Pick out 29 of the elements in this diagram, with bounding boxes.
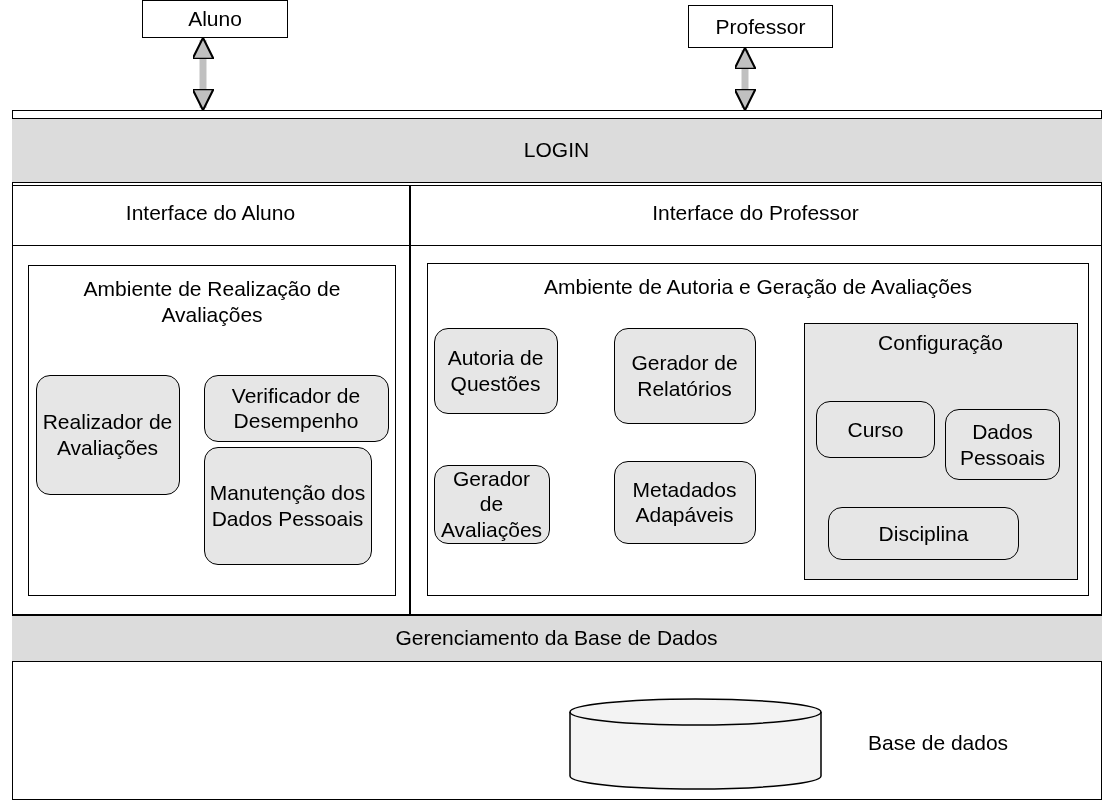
actor-box: Professor — [688, 5, 833, 48]
system-frame — [12, 110, 1102, 800]
module-box: Curso — [816, 401, 935, 458]
environment-box — [28, 265, 396, 596]
module-box: Gerador de Relatórios — [613, 327, 756, 424]
layer-band: Gerenciamento da Base de Dados — [11, 614, 1102, 662]
module-box: Metadados Adapáveis — [613, 460, 756, 544]
interface-panel — [409, 184, 1102, 615]
module-box: Realizador de Avaliações — [35, 374, 180, 495]
interface-panel — [11, 184, 410, 615]
double-arrow — [733, 46, 757, 112]
section-title: Ambiente de Realização de Avaliações — [82, 276, 342, 329]
layer-band: LOGIN — [11, 117, 1102, 183]
section-title: Interface do Aluno — [124, 199, 297, 226]
double-arrow — [191, 36, 215, 112]
module-box: Gerador de Avaliações — [433, 464, 550, 544]
configuration-box — [803, 322, 1078, 580]
database-label: Base de dados — [868, 731, 1009, 755]
module-box: Verificador de Desempenho — [203, 374, 389, 442]
section-title: Ambiente de Autoria e Geração de Avaliações — [542, 274, 974, 300]
module-box: Manutenção dos Dados Pessoais — [203, 446, 372, 565]
section-title: Interface do Professor — [651, 199, 860, 226]
section-title: Configuração — [877, 329, 1004, 356]
module-box: Disciplina — [828, 507, 1019, 560]
module-box: Autoria de Questões — [433, 327, 558, 414]
database-cylinder — [568, 697, 822, 790]
environment-box — [427, 263, 1089, 596]
module-box: Dados Pessoais — [945, 409, 1060, 480]
actor-box: Aluno — [142, 0, 288, 38]
